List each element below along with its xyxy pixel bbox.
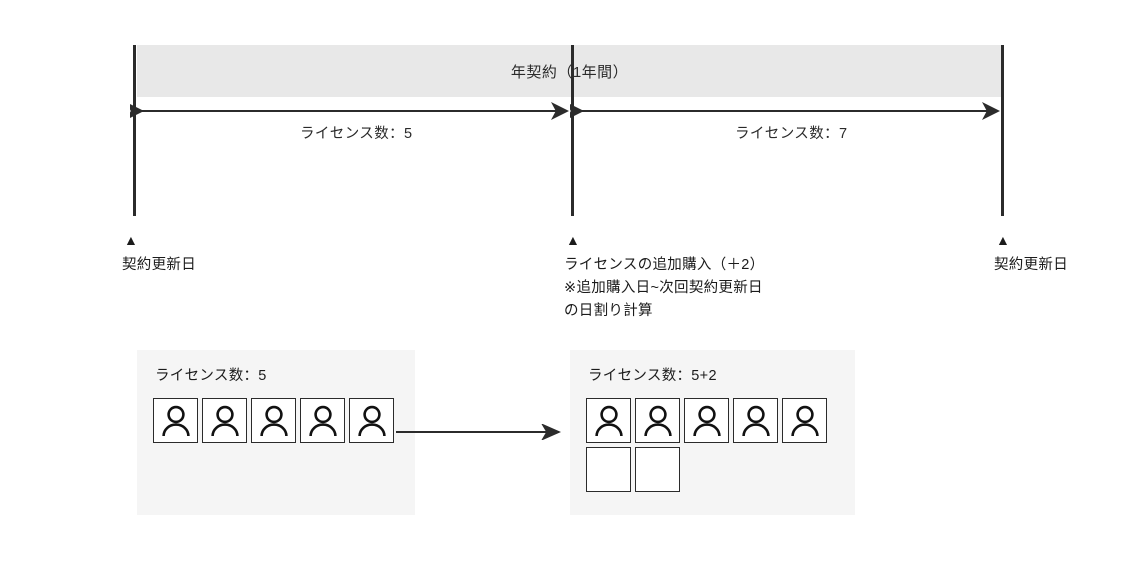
- person-icon: [741, 405, 770, 436]
- contract-period-label: 年契約（1年間）: [510, 63, 629, 81]
- person-icon: [357, 405, 386, 436]
- license-addition-label-line1: ライセンスの追加購入（＋2）: [564, 257, 765, 273]
- triangle-marker-icon-middle: ▲: [566, 232, 580, 248]
- license-seat-filled: [153, 398, 198, 443]
- after-panel-seat-grid: [586, 398, 838, 492]
- person-icon: [643, 405, 672, 436]
- license-seat-filled: [733, 398, 778, 443]
- after-panel: ライセンス数：5+2: [570, 350, 855, 515]
- license-seat-empty: [635, 447, 680, 492]
- contract-period-band: 年契約（1年間）: [137, 45, 1002, 97]
- before-panel: ライセンス数：5: [137, 350, 415, 515]
- license-seat-filled: [782, 398, 827, 443]
- person-icon: [692, 405, 721, 436]
- second-period-arrow: [570, 102, 1000, 120]
- timeline-boundary-middle: [571, 45, 574, 216]
- first-period-arrow: [130, 102, 569, 120]
- person-icon: [308, 405, 337, 436]
- triangle-marker-icon-left: ▲: [124, 232, 138, 248]
- license-seat-empty: [586, 447, 631, 492]
- triangle-marker-icon-right: ▲: [996, 232, 1010, 248]
- person-icon: [259, 405, 288, 436]
- timeline-boundary-right: [1001, 45, 1004, 216]
- person-icon: [210, 405, 239, 436]
- license-seat-filled: [202, 398, 247, 443]
- license-addition-label-line2: ※追加購入日~次回契約更新日: [564, 280, 763, 296]
- license-seat-filled: [251, 398, 296, 443]
- after-panel-label: ライセンス数：5+2: [588, 368, 717, 384]
- second-period-label: ライセンス数：7: [735, 126, 848, 142]
- person-icon: [790, 405, 819, 436]
- license-seat-filled: [586, 398, 631, 443]
- license-seat-filled: [349, 398, 394, 443]
- license-addition-label-line3: の日割り計算: [564, 303, 653, 319]
- transition-arrow: [396, 424, 561, 440]
- license-seat-filled: [300, 398, 345, 443]
- before-panel-label: ライセンス数：5: [155, 368, 267, 384]
- first-period-label: ライセンス数：5: [300, 126, 413, 142]
- person-icon: [161, 405, 190, 436]
- contract-renewal-start-label: 契約更新日: [122, 257, 196, 273]
- before-panel-seat-grid: [153, 398, 405, 443]
- contract-renewal-end-label: 契約更新日: [994, 257, 1068, 273]
- license-seat-filled: [684, 398, 729, 443]
- timeline-boundary-left: [133, 45, 136, 216]
- license-seat-filled: [635, 398, 680, 443]
- person-icon: [594, 405, 623, 436]
